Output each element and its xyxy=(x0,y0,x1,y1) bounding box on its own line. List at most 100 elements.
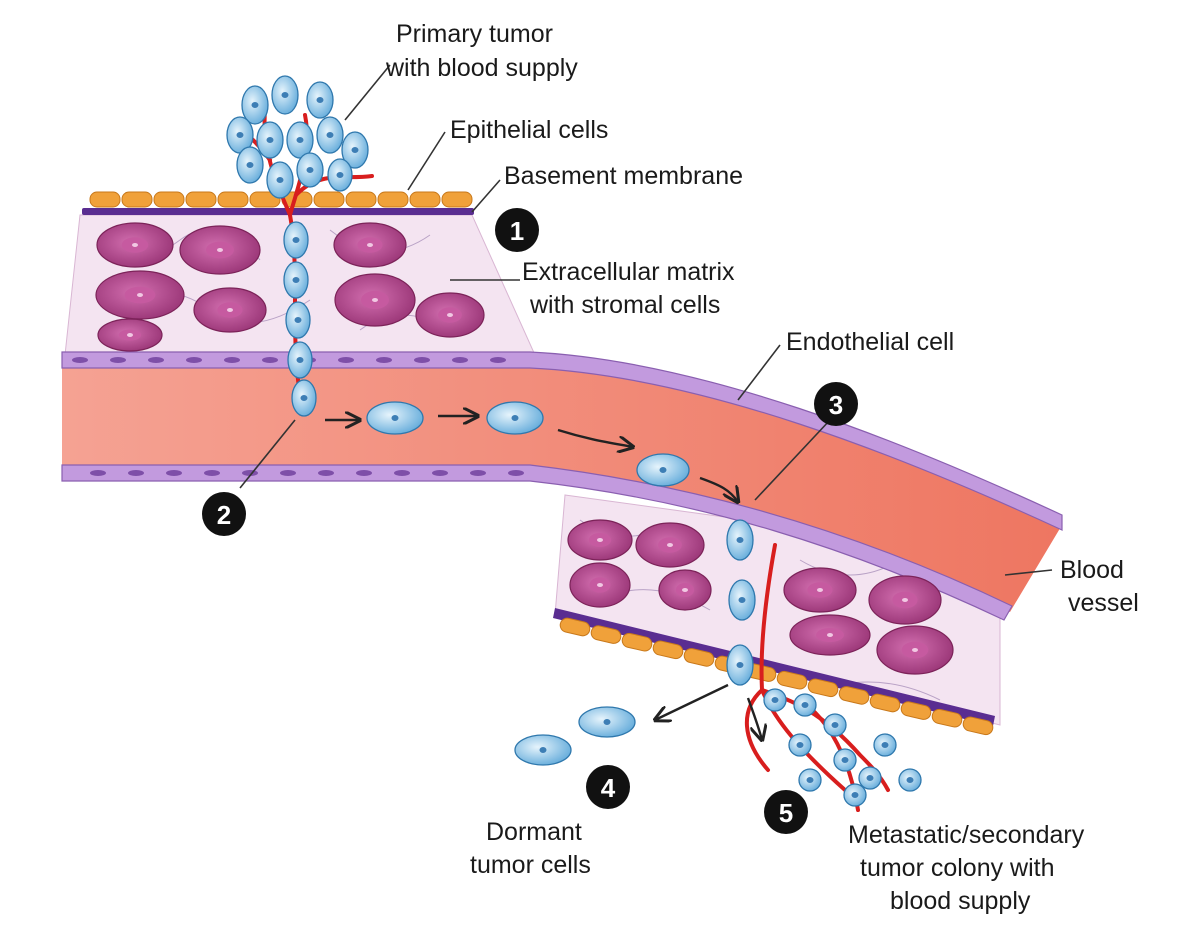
label-dormant-2: tumor cells xyxy=(470,851,591,879)
tumor-nucleus xyxy=(772,697,779,703)
tumor-nucleus xyxy=(842,757,849,763)
endothelial-nucleus xyxy=(110,357,126,363)
endothelial-nucleus xyxy=(90,470,106,476)
endothelial-nucleus xyxy=(490,357,506,363)
tumor-nucleus xyxy=(867,775,874,781)
step-3-number: 3 xyxy=(829,390,843,420)
stromal-nucleolus xyxy=(137,293,143,297)
tumor-nucleus xyxy=(252,102,259,108)
tumor-nucleus xyxy=(512,415,519,421)
tumor-nucleus xyxy=(852,792,859,798)
endothelial-nucleus xyxy=(318,470,334,476)
epithelial-cell xyxy=(346,192,376,207)
endothelial-nucleus xyxy=(186,357,202,363)
stromal-nucleolus xyxy=(597,583,603,587)
endothelial-nucleus xyxy=(128,470,144,476)
tumor-nucleus xyxy=(301,395,308,401)
tumor-nucleus xyxy=(737,537,744,543)
step-2-number: 2 xyxy=(217,500,231,530)
tumor-nucleus xyxy=(317,97,324,103)
tumor-nucleus xyxy=(237,132,244,138)
tumor-nucleus xyxy=(907,777,914,783)
step-5-number: 5 xyxy=(779,798,793,828)
epithelial-cell xyxy=(314,192,344,207)
endothelial-nucleus xyxy=(280,470,296,476)
endothelial-nucleus xyxy=(394,470,410,476)
endothelial-nucleus xyxy=(148,357,164,363)
step-4-badge: 4 xyxy=(586,765,630,809)
stromal-nucleolus xyxy=(367,243,373,247)
endothelial-nucleus xyxy=(432,470,448,476)
endothelial-nucleus xyxy=(414,357,430,363)
tumor-nucleus xyxy=(807,777,814,783)
endothelial-nucleus xyxy=(262,357,278,363)
stromal-nucleolus xyxy=(447,313,453,317)
stromal-nucleolus xyxy=(827,633,833,637)
tumor-nucleus xyxy=(277,177,284,183)
label-epithelial-cells: Epithelial cells xyxy=(450,116,608,144)
tumor-nucleus xyxy=(293,237,300,243)
tumor-nucleus xyxy=(604,719,611,725)
epithelial-cell xyxy=(186,192,216,207)
epithelial-cell xyxy=(122,192,152,207)
tumor-nucleus xyxy=(802,702,809,708)
step-1-badge: 1 xyxy=(495,208,539,252)
tumor-nucleus xyxy=(392,415,399,421)
tumor-nucleus xyxy=(739,597,746,603)
tumor-nucleus xyxy=(327,132,334,138)
tumor-nucleus xyxy=(247,162,254,168)
step-1-number: 1 xyxy=(510,216,524,246)
tumor-nucleus xyxy=(307,167,314,173)
label-blood-vessel-1: Blood xyxy=(1060,556,1124,584)
label-metastatic-3: blood supply xyxy=(890,887,1031,915)
endothelial-nucleus xyxy=(224,357,240,363)
stromal-nucleolus xyxy=(372,298,378,302)
tumor-nucleus xyxy=(295,317,302,323)
epithelial-cell xyxy=(90,192,120,207)
endothelial-nucleus xyxy=(452,357,468,363)
label-metastatic-1: Metastatic/secondary xyxy=(848,821,1085,849)
tumor-nucleus xyxy=(337,172,344,178)
step-5-badge: 5 xyxy=(764,790,808,834)
label-dormant-1: Dormant xyxy=(486,818,582,846)
step-3-badge: 3 xyxy=(814,382,858,426)
label-extracellular-matrix-2: with stromal cells xyxy=(529,291,720,319)
step-2-badge: 2 xyxy=(202,492,246,536)
endothelial-nucleus xyxy=(166,470,182,476)
tumor-nucleus xyxy=(352,147,359,153)
tumor-nucleus xyxy=(660,467,667,473)
stromal-nucleolus xyxy=(902,598,908,602)
tumor-nucleus xyxy=(832,722,839,728)
epithelial-cell xyxy=(378,192,408,207)
label-primary-tumor-1: Primary tumor xyxy=(396,20,553,48)
epithelial-cell xyxy=(154,192,184,207)
stromal-nucleolus xyxy=(817,588,823,592)
stromal-nucleolus xyxy=(132,243,138,247)
tumor-nucleus xyxy=(282,92,289,98)
stromal-nucleolus xyxy=(127,333,133,337)
tumor-nucleus xyxy=(297,137,304,143)
epithelial-cell xyxy=(410,192,440,207)
tumor-nucleus xyxy=(737,662,744,668)
step-4-number: 4 xyxy=(601,773,616,803)
endothelial-nucleus xyxy=(72,357,88,363)
endothelial-nucleus xyxy=(356,470,372,476)
stromal-nucleolus xyxy=(667,543,673,547)
label-endothelial-cell: Endothelial cell xyxy=(786,328,954,356)
stromal-nucleolus xyxy=(682,588,688,592)
stromal-nucleolus xyxy=(912,648,918,652)
endothelial-nucleus xyxy=(376,357,392,363)
label-basement-membrane: Basement membrane xyxy=(504,162,743,190)
stromal-nucleolus xyxy=(227,308,233,312)
tumor-nucleus xyxy=(540,747,547,753)
label-primary-tumor-2: with blood supply xyxy=(385,54,578,82)
label-blood-vessel-2: vessel xyxy=(1068,589,1139,617)
endothelial-nucleus xyxy=(338,357,354,363)
label-metastatic-2: tumor colony with xyxy=(860,854,1055,882)
endothelial-nucleus xyxy=(508,470,524,476)
label-extracellular-matrix-1: Extracellular matrix xyxy=(522,258,735,286)
endothelial-nucleus xyxy=(470,470,486,476)
epithelial-cell xyxy=(442,192,472,207)
tumor-nucleus xyxy=(297,357,304,363)
